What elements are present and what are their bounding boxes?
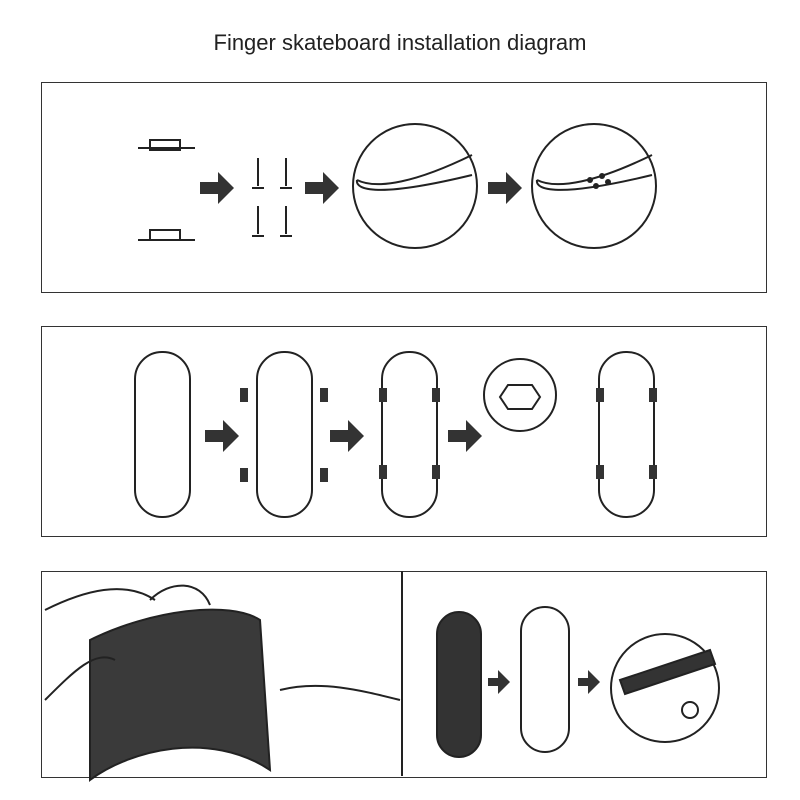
deck-wheels-on (381, 351, 438, 518)
deck-complete (598, 351, 655, 518)
arrow-icon (488, 172, 522, 204)
hands-peeling-grip-tape (44, 584, 401, 782)
arrow-icon (305, 172, 339, 204)
arrow-icon (448, 420, 482, 452)
screws-icon (252, 158, 292, 237)
deck-no-wheels (134, 351, 191, 518)
finished-skateboard-closeup (610, 633, 720, 743)
grip-tape-sheet (436, 611, 482, 758)
deck-blank (520, 606, 570, 753)
deck-wheels-placing (256, 351, 313, 518)
truck-icon (138, 229, 195, 241)
arrow-icon (330, 420, 364, 452)
arrow-icon (488, 670, 510, 694)
nut-icon (498, 384, 542, 410)
arrow-icon (200, 172, 234, 204)
deck-screws-closeup (352, 123, 478, 249)
truck-icon (138, 139, 195, 151)
arrow-icon (205, 420, 239, 452)
arrow-icon (578, 670, 600, 694)
nut-closeup (483, 358, 557, 432)
deck-installed-closeup (531, 123, 657, 249)
diagram-title: Finger skateboard installation diagram (213, 30, 587, 55)
